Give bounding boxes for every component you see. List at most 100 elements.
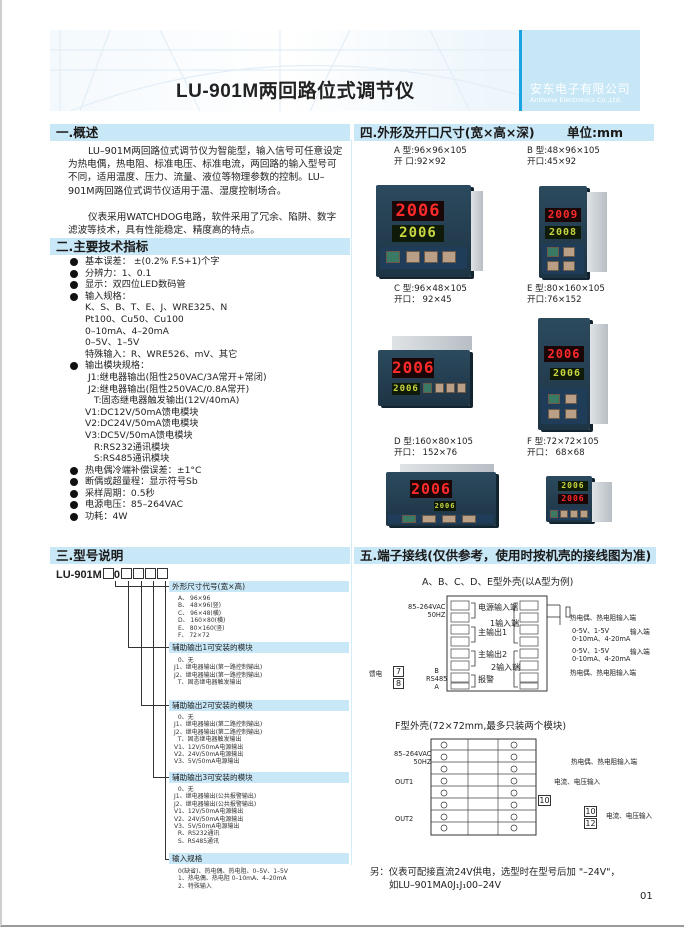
spec-item: 采样周期：0.5秒 xyxy=(70,488,267,500)
device-image-f: 2006 2006 xyxy=(546,476,612,522)
note-line-1: 另：仪表可配接直流24V供电，选型时在型号后加 "–24V"， xyxy=(370,867,620,878)
spec-subitem: J1:继电器输出(阻性250VAC/3A常开+常闭) xyxy=(88,371,267,383)
overview-paragraph-2: 仪表采用WATCHDOG电路，软件采用了冗余、陷阱、数字滤波等技术，具有性能稳定… xyxy=(68,212,337,237)
device-image-b: 2009 2008 xyxy=(539,186,607,278)
code-group-label: 输入规格 xyxy=(169,853,349,864)
company-name-cn: 安东电子有限公司 xyxy=(530,82,631,96)
spec-list: 基本误差： ±(0.2% F.S+1)个字 分辨力：1、0.1 显示：双四位LE… xyxy=(70,256,267,523)
code-group-options: A、 96×96 B、 48×96(竖) C、 96×48(横) D、 160×… xyxy=(178,595,226,640)
code-box xyxy=(144,568,156,579)
spec-item: 功耗：4W xyxy=(70,511,267,523)
wiring-f-title: F型外壳(72×72mm,最多只装两个模块) xyxy=(395,721,567,732)
spec-subitem: S:RS485通讯模块 xyxy=(88,453,170,465)
overview-paragraph-1: LU–901M两回路位式调节仪为智能型，输入信号可任意设定为热电偶，热电阻、标准… xyxy=(68,146,343,197)
column-divider xyxy=(351,139,352,569)
spec-subitem: 0–5V、1–5V xyxy=(85,337,140,349)
sv-display: 2008 xyxy=(545,226,581,239)
code-box xyxy=(102,568,114,579)
pv-display: 2006 xyxy=(558,494,588,504)
spec-subitem: R:RS232通讯模块 xyxy=(88,441,170,453)
spec-item: 断偶或超量程：显示符号Sb xyxy=(70,476,267,488)
tree-connector xyxy=(165,581,166,859)
company-name-en: Anthone Electronics Co.,Ltd. xyxy=(530,96,622,104)
input1-terminal-label: 1输入端 xyxy=(490,619,520,628)
f-power-input-label: 85–264VAC 50HZ xyxy=(394,750,432,766)
code-box xyxy=(132,568,144,579)
wiring-diagram-abcde xyxy=(446,595,571,692)
spec-item: 输出模块规格： xyxy=(70,360,267,372)
section-heading-wiring: 五.端子接线(仅供参考，使用时按机壳的接线图为准) xyxy=(354,547,656,564)
code-group-options: 0(缺省)、热电偶、热电阻、0–5V、1–5V 1、热电偶、热电阻 0–10mA… xyxy=(178,868,288,890)
power-terminal-label: 电源输入端 xyxy=(478,603,518,612)
spec-item: 基本误差： ±(0.2% F.S+1)个字 xyxy=(70,256,267,268)
spec-item: 分辨力：1、0.1 xyxy=(70,268,267,280)
spec-subitem: T:固态继电器触发输出(12V/40mA) xyxy=(88,395,240,407)
pv-display: 2006 xyxy=(544,346,584,362)
pv-display: 2006 xyxy=(392,201,444,221)
spec-subitem: V3:DC5V/50mA馈电模块 xyxy=(85,429,193,441)
rs485-label: B RS485 A xyxy=(426,667,448,691)
sv-display: 2006 xyxy=(434,501,456,511)
feed-label: 馈电 xyxy=(369,670,383,678)
sv-display: 2006 xyxy=(392,383,420,395)
page-title: LU-901M两回路位式调节仪 xyxy=(176,81,415,102)
code-group-options: 0、无 J1、继电器输出(第二路控制输出) J2、继电器输出(第二路控制输出) … xyxy=(174,714,263,766)
section-heading-specs: 二.主要技术指标 xyxy=(50,238,350,255)
tree-connector xyxy=(128,581,129,647)
tree-connector xyxy=(141,581,142,705)
feed-terminal-8: 8 xyxy=(393,678,404,689)
section-heading-model: 三.型号说明 xyxy=(50,547,350,564)
spec-item: 输入规格： xyxy=(70,291,267,303)
f-out2-label: OUT2 xyxy=(395,815,414,823)
f-current-voltage-label: 电流、电压输入 xyxy=(554,778,601,786)
thermocouple-input-label: 热电偶、热电阻输入端 xyxy=(570,614,636,622)
tree-connector xyxy=(165,859,169,860)
thermocouple-input-label: 热电偶、热电阻输入端 xyxy=(570,669,636,677)
wiring-diagram-f xyxy=(430,738,537,836)
code-box xyxy=(120,568,132,579)
pv-display: 2009 xyxy=(545,208,581,222)
pv-display: 2006 xyxy=(392,358,435,378)
pv-display: 2006 xyxy=(410,480,452,498)
f-current-voltage-label-2: 电流、电压输入 xyxy=(606,812,653,820)
page-number: 01 xyxy=(640,891,653,902)
spec-item: 显示：双四位LED数码管 xyxy=(70,279,267,291)
tree-connector xyxy=(115,581,116,586)
spec-subitem: V2:DC24V/50mA馈电模块 xyxy=(85,418,199,430)
spec-item: 热电偶冷端补偿误差：±1°C xyxy=(70,465,267,477)
spec-subitem: V1:DC12V/50mA馈电模块 xyxy=(85,406,199,418)
voltage-current-input-label: 0-5V、1-5V 0-10mA、4-20mA xyxy=(572,647,631,663)
f-out1-label: OUT1 xyxy=(395,778,414,786)
model-code-prefix: LU-901M xyxy=(56,569,102,581)
code-group-options: 0、无 J1、继电器输出(公共报警输出) J2、继电器输出(公共报警输出) V1… xyxy=(174,786,257,845)
code-box xyxy=(156,568,168,579)
spec-subitem: 0–10mA、4–20mA xyxy=(85,325,169,337)
dimensions-heading-text: 四.外形及开口尺寸(宽×高×深) xyxy=(360,125,535,140)
f-thermocouple-label: 热电偶、热电阻输入端 xyxy=(571,758,637,766)
input-terminal-tag: 输入端 xyxy=(630,648,650,656)
feed-terminal-7: 7 xyxy=(393,666,404,677)
main-output2-label: 主输出2 xyxy=(478,650,508,659)
f-terminal-10: 10 xyxy=(538,795,551,806)
wiring-abcde-title: A、B、C、D、E型外壳(以A型为例) xyxy=(422,577,574,588)
sv-display: 2006 xyxy=(392,225,444,242)
tree-connector xyxy=(115,586,169,587)
f-terminal-10b: 10 xyxy=(584,806,597,817)
spec-subitem: Pt100、Cu50、Cu100 xyxy=(85,313,184,325)
spec-subitem: K、S、B、T、E、J、WRE325、N xyxy=(85,302,228,314)
power-input-label: 85–264VAC 50HZ xyxy=(408,603,446,619)
input2-terminal-label: 2输入端 xyxy=(491,663,521,672)
code-group-label: 辅助输出3可安装的模块 xyxy=(169,772,349,783)
sv-display: 2006 xyxy=(550,368,584,380)
spec-subitem: J2:继电器输出(阻性250VAC/0.8A常开) xyxy=(88,383,250,395)
device-image-e: 2006 2006 xyxy=(538,318,608,430)
input-terminal-tag: 输入端 xyxy=(630,628,650,636)
